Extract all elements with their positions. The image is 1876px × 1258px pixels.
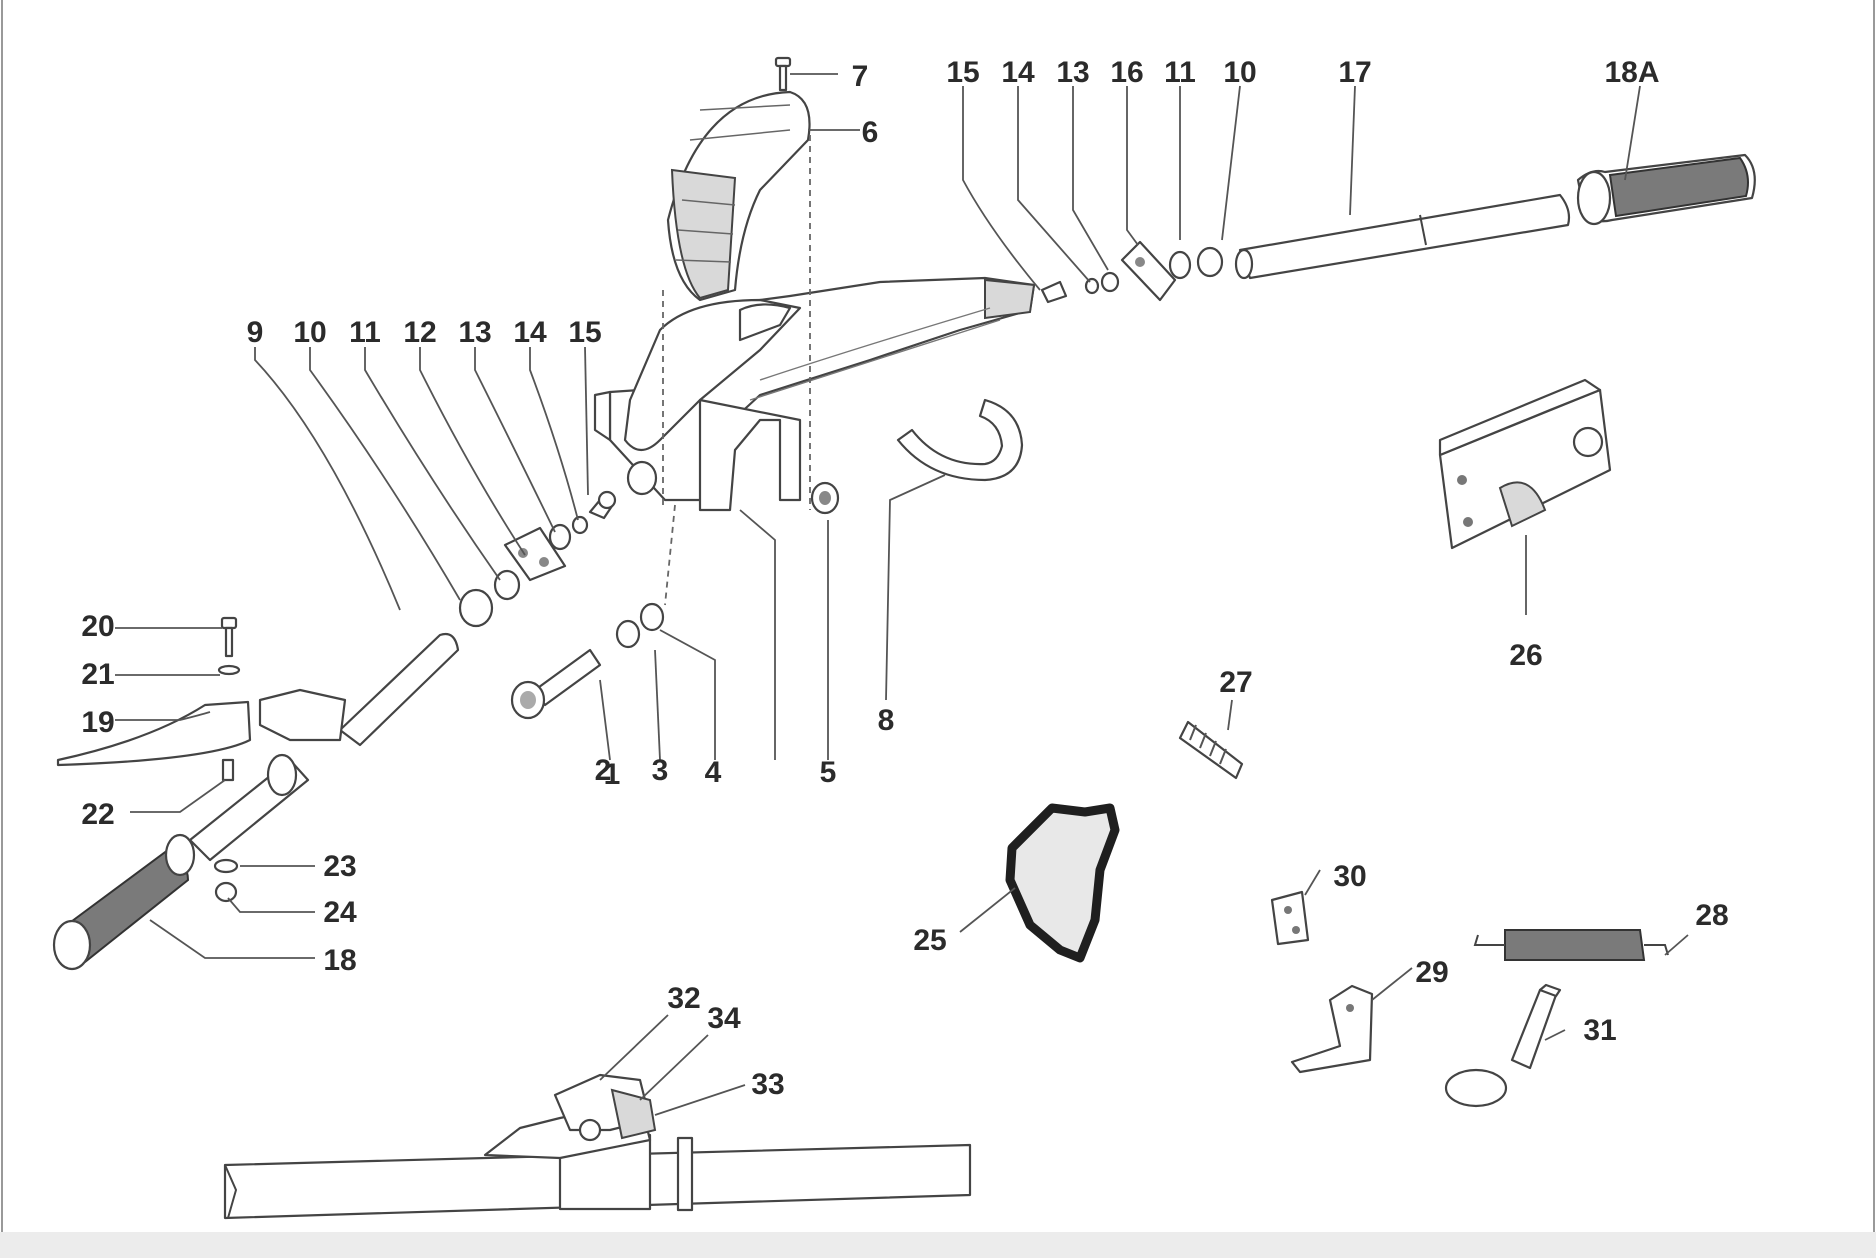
label-18: 18 [323, 944, 356, 977]
label-3: 3 [652, 754, 669, 787]
label-7: 7 [852, 60, 869, 93]
label-25: 25 [913, 924, 946, 957]
grip-part-18 [52, 833, 196, 971]
label-14-right: 14 [1001, 56, 1035, 89]
label-9: 9 [247, 316, 264, 349]
callout-labels: 1 2 3 4 5 6 7 8 9 10 11 12 13 14 15 15 1… [81, 56, 1728, 1101]
label-15-left: 15 [568, 316, 601, 349]
label-6: 6 [862, 116, 879, 149]
lever-part-19 [56, 700, 252, 767]
label-29: 29 [1415, 956, 1448, 989]
label-13-right: 13 [1056, 56, 1089, 89]
label-2: 2 [595, 754, 612, 787]
label-20: 20 [81, 610, 114, 643]
label-24: 24 [323, 896, 357, 929]
hook-part-8 [896, 398, 1024, 482]
label-1: 1 [604, 758, 621, 791]
label-11-left: 11 [349, 316, 381, 349]
mudguard-part-6 [666, 90, 811, 302]
label-10-left: 10 [293, 316, 326, 349]
left-pivot-parts [458, 490, 617, 628]
label-30: 30 [1333, 860, 1366, 893]
label-28: 28 [1695, 899, 1728, 932]
label-32: 32 [667, 982, 700, 1015]
label-8: 8 [878, 704, 895, 737]
label-14-left: 14 [513, 316, 547, 349]
label-5: 5 [820, 756, 837, 789]
angle-bracket-part-29 [1290, 984, 1374, 1074]
handlebar-right-part-17 [1234, 193, 1571, 280]
nut-part-5 [810, 481, 840, 515]
screw-part-7 [774, 56, 792, 92]
washer-part-3 [615, 619, 641, 649]
grip-part-18A [1576, 153, 1756, 226]
label-19: 19 [81, 706, 114, 739]
label-17: 17 [1338, 56, 1371, 89]
label-34: 34 [707, 1002, 741, 1035]
label-33: 33 [751, 1068, 784, 1101]
label-16: 16 [1110, 56, 1143, 89]
right-pivot-parts [1040, 240, 1224, 304]
label-21: 21 [81, 658, 114, 691]
label-18A: 18A [1604, 56, 1659, 89]
label-15-right: 15 [946, 56, 979, 89]
label-4: 4 [705, 756, 722, 789]
label-10-right: 10 [1223, 56, 1256, 89]
label-23: 23 [323, 850, 356, 883]
label-22: 22 [81, 798, 114, 831]
washer-part-4 [639, 602, 665, 632]
frame-part-1 [593, 276, 1036, 512]
label-26: 26 [1509, 639, 1542, 672]
handlebar-left-part-9 [188, 632, 460, 862]
leader-lines [115, 73, 1689, 1116]
switch-unit-part-26 [1438, 378, 1612, 550]
bolt-part-31 [1444, 983, 1562, 1108]
bottom-tube-assembly [223, 1073, 972, 1220]
pad-part-25 [1005, 803, 1120, 963]
label-13-left: 13 [458, 316, 491, 349]
small-hardware-left [213, 616, 241, 903]
spring-part-28 [1473, 929, 1669, 961]
label-27: 27 [1219, 666, 1252, 699]
bracket-part-30 [1270, 890, 1310, 946]
label-12: 12 [403, 316, 436, 349]
spring-plug-part-27 [1178, 720, 1244, 780]
bolt-part-2 [510, 648, 602, 720]
label-31: 31 [1583, 1014, 1616, 1047]
label-11-right: 11 [1164, 56, 1196, 89]
